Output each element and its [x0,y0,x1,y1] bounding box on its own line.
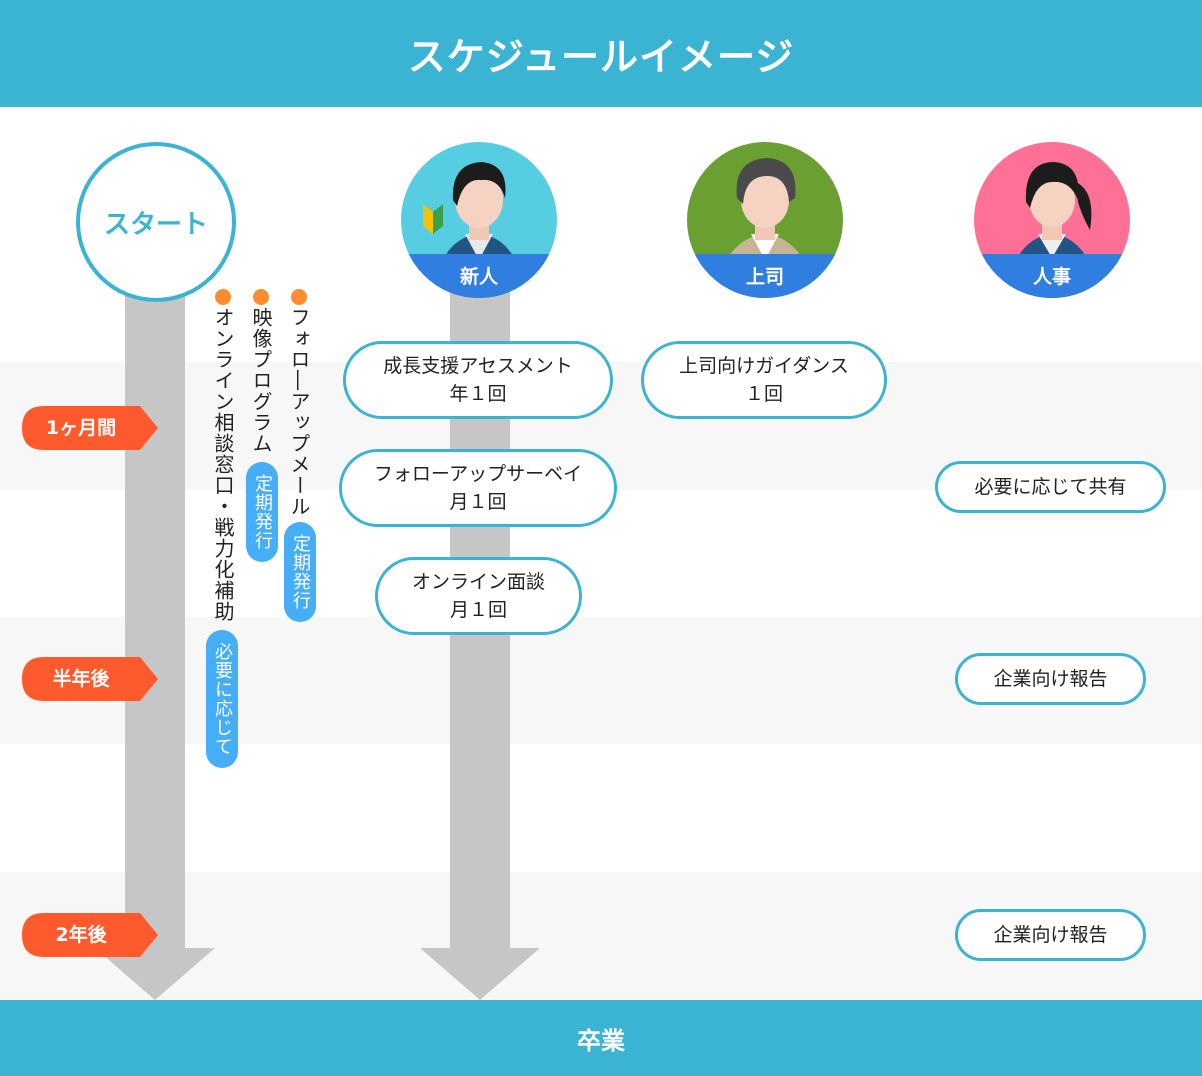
program-name-video: 映像プログラム [249,307,273,454]
boss-item-guidance-title: 上司向けガイダンス [679,355,849,377]
period-marker-half-year: 半年後 [22,657,158,701]
period-marker-1month: 1ヶ月間 [22,406,158,450]
hr-item-report-2years: 企業向け報告 [955,909,1146,961]
graduation-bar: 卒業 [0,1000,1202,1076]
newcomer-item-survey-frequency: 月１回 [449,491,507,513]
program-name-consult: オンライン相談窓口・戦力化補助 [211,307,235,622]
program-bullet-video [253,289,269,305]
boss-item-guidance: 上司向けガイダンス １回 [641,341,887,419]
hr-item-share: 必要に応じて共有 [935,461,1166,513]
program-bullet-consult [215,289,231,305]
newcomer-item-survey: フォローアップサーベイ 月１回 [339,449,617,527]
period-label-2years: 2年後 [55,924,107,946]
hr-item-report-half-year: 企業向け報告 [955,653,1146,705]
timeline-arrow-start-shaft [125,290,185,950]
program-tag-video: 定期発行 [246,462,278,562]
boss-avatar: 上司 [687,142,843,298]
hr-item-report-half-year-label: 企業向け報告 [993,668,1108,690]
period-label-half-year: 半年後 [52,668,110,690]
newcomer-item-interview-title: オンライン面談 [411,571,545,593]
graduation-label: 卒業 [577,1026,625,1055]
hr-item-report-2years-label: 企業向け報告 [993,924,1108,946]
timeline-arrow-newcomer-head [420,948,540,1000]
role-label-hr: 人事 [1032,266,1071,288]
start-label: スタート [103,209,208,240]
newcomer-item-interview-frequency: 月１回 [449,599,507,621]
timeline-arrow-start-head [95,948,215,1000]
role-label-boss: 上司 [745,266,784,288]
period-marker-2years: 2年後 [22,913,158,957]
program-tag-consult: 必要に応じて [206,630,238,768]
start-node: スタート [76,142,236,302]
page-title: スケジュールイメージ [0,0,1202,107]
period-label-1month: 1ヶ月間 [45,417,117,439]
program-tag-mail: 定期発行 [284,522,316,622]
program-bullet-mail [291,289,307,305]
hr-avatar: 人事 [974,142,1130,298]
newcomer-avatar: 新人 [401,142,557,298]
program-name-mail: フォロ―アップメール [287,307,311,517]
role-label-newcomer: 新人 [459,266,498,288]
newcomer-item-assessment-frequency: 年１回 [449,383,507,405]
newcomer-item-assessment-title: 成長支援アセスメント [383,355,573,377]
hr-item-share-label: 必要に応じて共有 [974,476,1127,498]
boss-item-guidance-frequency: １回 [744,383,783,405]
newcomer-item-survey-title: フォローアップサーベイ [373,463,583,485]
newcomer-item-interview: オンライン面談 月１回 [375,557,582,635]
newcomer-item-assessment: 成長支援アセスメント 年１回 [343,341,613,419]
